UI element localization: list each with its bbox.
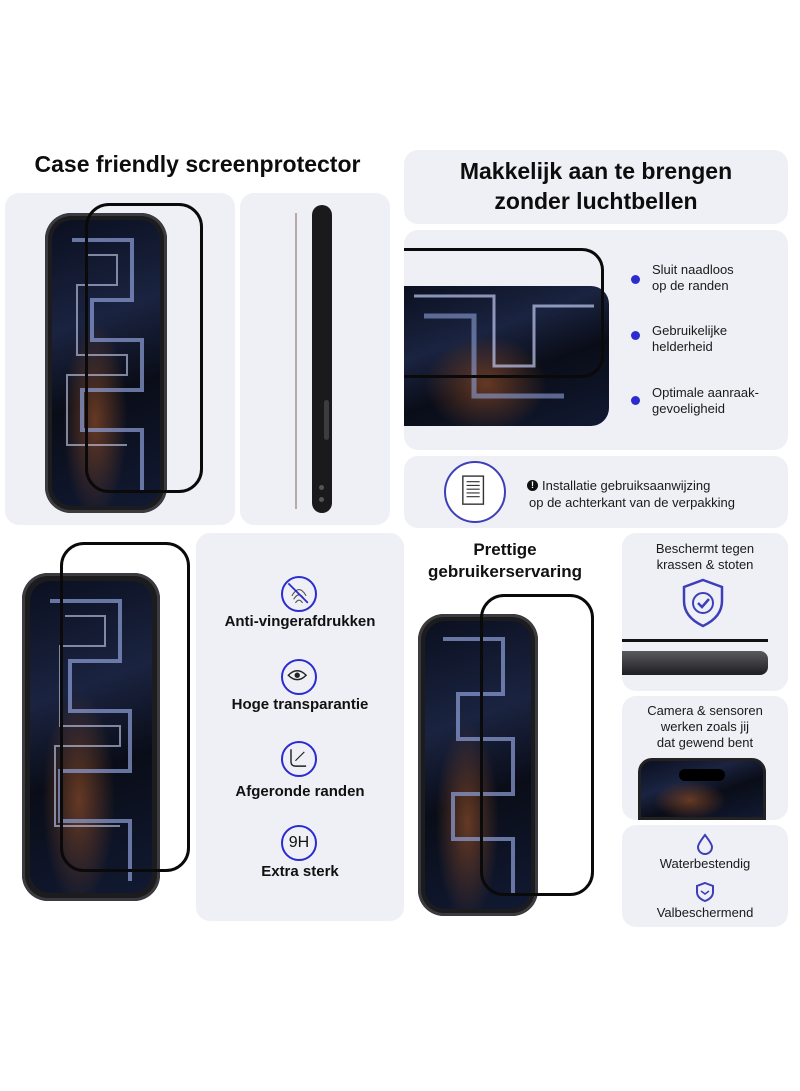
info-icon: ! xyxy=(527,480,538,491)
camera-line1: Camera & sensoren xyxy=(647,703,763,718)
bullet-dot xyxy=(631,331,640,340)
dynamic-island xyxy=(679,769,725,781)
feature-label: Afgeronde randen xyxy=(235,783,365,800)
feature-label: Extra sterk xyxy=(261,863,339,880)
wallpaper-graphic xyxy=(66,238,144,490)
phone-image-large xyxy=(22,573,160,901)
panel-side-profile xyxy=(240,193,390,525)
9h-icon: 9H xyxy=(281,825,317,861)
glass-closeup-outline xyxy=(404,248,604,378)
feature-label: Hoge transparantie xyxy=(231,696,369,713)
panel-easy-apply-title: Makkelijk aan te brengen zonder luchtbel… xyxy=(404,150,788,224)
extra-label: Valbeschermend xyxy=(656,905,754,920)
heading-easy-apply-2: zonder luchtbellen xyxy=(494,188,698,214)
panel-extras: Waterbestendig Valbeschermend xyxy=(622,825,788,927)
panel-install-note: ! Installatie gebruiksaanwijzing op de a… xyxy=(404,456,788,528)
bullet-text-3a: Optimale aanraak- xyxy=(652,385,759,400)
panel-camera: Camera & sensoren werken zoals jij dat g… xyxy=(622,696,788,820)
manual-icon xyxy=(444,461,506,523)
bullet-text-1a: Sluit naadloos xyxy=(652,262,734,277)
bullet-text-2a: Gebruikelijke xyxy=(652,323,728,338)
bullet-text-2b: helderheid xyxy=(652,339,713,354)
protect-line2: krassen & stoten xyxy=(656,557,754,572)
heading-easy-apply-1: Makkelijk aan te brengen xyxy=(459,158,733,184)
bullet-dot xyxy=(631,396,640,405)
heading-case-friendly: Case friendly screenprotector xyxy=(34,151,361,177)
heading-pleasant-2: gebruikerservaring xyxy=(427,562,582,581)
glass-outline xyxy=(85,203,203,493)
install-note-line1: Installatie gebruiksaanwijzing xyxy=(542,478,711,493)
protect-line1: Beschermt tegen xyxy=(655,541,755,556)
phone-edge-image xyxy=(622,651,768,675)
camera-line2: werken zoals jij xyxy=(660,719,750,734)
bullet-text-3b: gevoeligheid xyxy=(652,401,726,416)
bullet-text-1b: op de randen xyxy=(652,278,729,293)
panel-bubble-free: Sluit naadloos op de randen Gebruikelijk… xyxy=(404,230,788,450)
bullet-dot xyxy=(631,275,640,284)
install-note-line2: op de achterkant van de verpakking xyxy=(529,495,735,510)
water-drop-icon xyxy=(696,833,714,855)
feature-label: Anti-vingerafdrukken xyxy=(224,613,376,630)
eye-icon xyxy=(281,659,317,695)
camera-line3: dat gewend bent xyxy=(656,735,754,750)
camera-closeup-image xyxy=(638,758,766,820)
phone-image xyxy=(45,213,167,513)
panel-features: Anti-vingerafdrukken Hoge transparantie … xyxy=(196,533,404,921)
shield-drop-icon xyxy=(696,881,714,903)
glass-side-line xyxy=(295,213,297,509)
glass-outline-experience xyxy=(480,594,594,896)
extra-label: Waterbestendig xyxy=(659,856,751,871)
rounded-corner-icon xyxy=(281,741,317,777)
panel-case-phone xyxy=(5,193,235,525)
phone-image-experience xyxy=(418,614,538,916)
heading-pleasant-1: Prettige xyxy=(473,540,537,559)
case-side-image xyxy=(312,205,332,513)
glass-edge-line xyxy=(622,639,768,642)
panel-protect: Beschermt tegen krassen & stoten xyxy=(622,533,788,691)
shield-check-icon xyxy=(682,578,724,628)
glass-outline-large xyxy=(60,542,190,872)
phone-closeup-image xyxy=(404,286,609,426)
fingerprint-icon xyxy=(281,576,317,612)
